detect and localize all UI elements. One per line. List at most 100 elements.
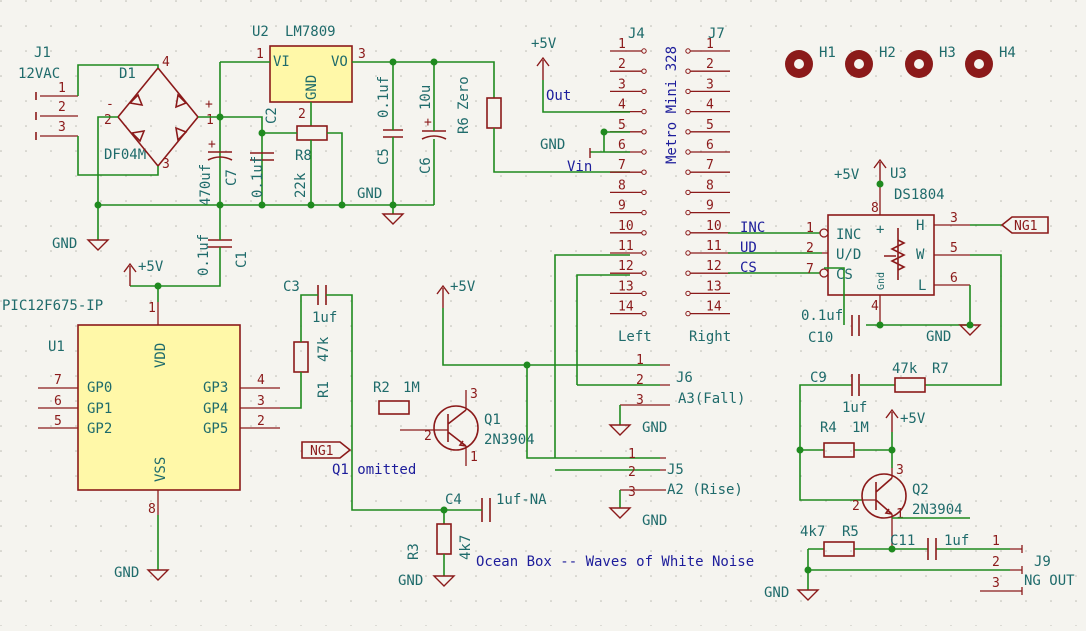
j4-pin-end [641, 189, 647, 196]
j1-ref: J1 [34, 45, 51, 61]
capacitor-c2[interactable]: C2 0.1uf [250, 107, 280, 198]
transistor-q2[interactable]: Q2 2N3904 3 2 1 [852, 463, 963, 548]
d1-value: DF04M [104, 147, 146, 163]
capacitor-c6[interactable]: + C6 10u [418, 85, 447, 174]
j4-pin-number: 2 [618, 57, 626, 72]
resistor-r5[interactable]: R5 4k7 [800, 524, 859, 557]
u1-gp3: GP3 [203, 380, 228, 396]
regulator-u2[interactable]: U2 LM7809 VI VO GND 1 2 3 [252, 24, 366, 122]
gnd-label-u1: GND [114, 565, 139, 581]
j4-pin-number: 6 [618, 138, 626, 153]
c9-value: 1uf [842, 400, 867, 416]
j7-pin-number: 14 [706, 300, 722, 315]
r4-value: 1M [852, 420, 869, 436]
r1-value: 47k [316, 336, 332, 362]
metro-mini-label: Metro Mini 328 [664, 46, 680, 164]
gnd-label-j9: GND [764, 585, 789, 601]
d1-pin2: 2 [104, 113, 112, 128]
capacitor-c7[interactable]: + C7 470uf [198, 137, 240, 206]
connector-j9[interactable]: 1 2 3 J9 NG OUT [980, 534, 1075, 595]
capacitor-c1[interactable]: C1 0.1uf [196, 234, 250, 276]
q1-ref: Q1 [484, 412, 501, 428]
capacitor-c10[interactable]: C10 0.1uf [801, 308, 860, 346]
u1-pin2: 2 [257, 414, 265, 429]
j4-pin-number: 8 [618, 178, 626, 193]
r7-ref: R7 [932, 361, 949, 377]
j4-pin-number: 12 [618, 259, 634, 274]
c4-value: 1uf-NA [496, 492, 547, 508]
capacitor-c9[interactable]: C9 1uf [810, 370, 867, 416]
u1-pin7: 7 [54, 373, 62, 388]
j7-pin-number: 3 [706, 77, 714, 92]
q1-pin1: 1 [470, 450, 478, 465]
resistor-r2[interactable]: R2 1M [373, 380, 420, 415]
c2-ref: C2 [264, 107, 280, 124]
mounting-hole-center [854, 59, 864, 69]
connector-j6[interactable]: 1 2 3 J6 A3(Fall) [620, 353, 745, 408]
j4-pin-end [641, 270, 647, 276]
j4-pin-end [641, 129, 647, 135]
j7-pin-number: 7 [706, 158, 714, 173]
capacitor-c11[interactable]: C11 1uf [890, 533, 969, 560]
mounting-hole-center [914, 59, 924, 69]
d1-pin4: 4 [162, 55, 170, 70]
j7-ref: J7 [708, 26, 725, 42]
u1-gp2: GP2 [87, 421, 112, 437]
resistor-r7[interactable]: R7 47k [892, 361, 949, 393]
j7-pin-number: 1 [706, 37, 714, 52]
j1-pin1: 1 [58, 81, 66, 96]
u1-pin6: 6 [54, 394, 62, 409]
j4-pin-end [641, 250, 647, 256]
u3-pin3: 3 [950, 211, 958, 226]
u1-pin3: 3 [257, 394, 265, 409]
bridge-rectifier-d1[interactable]: D1 DF04M 4 3 2 1 + - [104, 55, 214, 172]
u3-inc: INC [836, 227, 861, 243]
capacitor-c4[interactable]: C4 1uf-NA [445, 492, 547, 522]
mcu-u1[interactable]: U1 PIC12F675-IP VDD VSS 1 8 GP0 GP1 GP2 … [2, 298, 280, 517]
c11-value: 1uf [944, 533, 969, 549]
resistor-r4[interactable]: R4 1M [820, 420, 869, 458]
connector-j5[interactable]: 1 2 3 J5 A2 (Rise) [620, 447, 743, 500]
connector-j1[interactable]: J1 12VAC 1 2 3 [18, 45, 78, 140]
net-label-ud: UD [740, 240, 757, 256]
plus5v-label-q2: +5V [900, 411, 926, 427]
q2-pin3: 3 [896, 463, 904, 478]
digital-pot-u3[interactable]: U3 DS1804 INC U/D CS 1 2 7 H W L 3 5 6 8… [806, 166, 970, 325]
j4-pin-end [641, 169, 647, 175]
u3-pin1: 1 [806, 221, 814, 236]
j4-pin-end [641, 209, 647, 216]
u3-pin6: 6 [950, 271, 958, 286]
j9-pin1: 1 [992, 534, 1000, 549]
gnd-symbol-main: GND GND [52, 186, 405, 252]
u1-gp0: GP0 [87, 380, 112, 396]
c7-value: 470uf [198, 164, 214, 206]
gnd-label-j4: GND [540, 137, 565, 153]
resistor-r6[interactable]: R6 Zero [456, 76, 502, 134]
capacitor-c5[interactable]: C5 0.1uf [376, 76, 403, 165]
j7-pin-number: 4 [706, 98, 714, 113]
j7-pin-end [685, 48, 691, 54]
u3-pin4: 4 [871, 299, 879, 314]
resistor-r3[interactable]: R3 4k7 [406, 523, 474, 560]
c10-ref: C10 [808, 330, 833, 346]
j6-ref: J6 [676, 370, 693, 386]
u1-gp5: GP5 [203, 421, 228, 437]
q2-pin1: 1 [896, 507, 904, 522]
plus5v-label-j4: +5V [531, 36, 557, 52]
mounting-hole-label: H4 [999, 45, 1016, 61]
r6-ref: R6 [456, 117, 472, 134]
j7-pin-end [685, 149, 691, 155]
plus5v-label-j6: +5V [450, 279, 476, 295]
j4-side-label: Left [618, 329, 652, 345]
transistor-q1[interactable]: Q1 2N3904 3 2 1 [400, 387, 535, 466]
gnd-label-1: GND [52, 236, 77, 252]
plus5v-label-u3: +5V [834, 167, 860, 183]
c6-plus: + [424, 115, 432, 130]
u3-pin5: 5 [950, 241, 958, 256]
c3-ref: C3 [283, 279, 300, 295]
j7-pin-number: 5 [706, 118, 714, 133]
j6-pin1: 1 [636, 353, 644, 368]
j9-ref: J9 [1034, 554, 1051, 570]
